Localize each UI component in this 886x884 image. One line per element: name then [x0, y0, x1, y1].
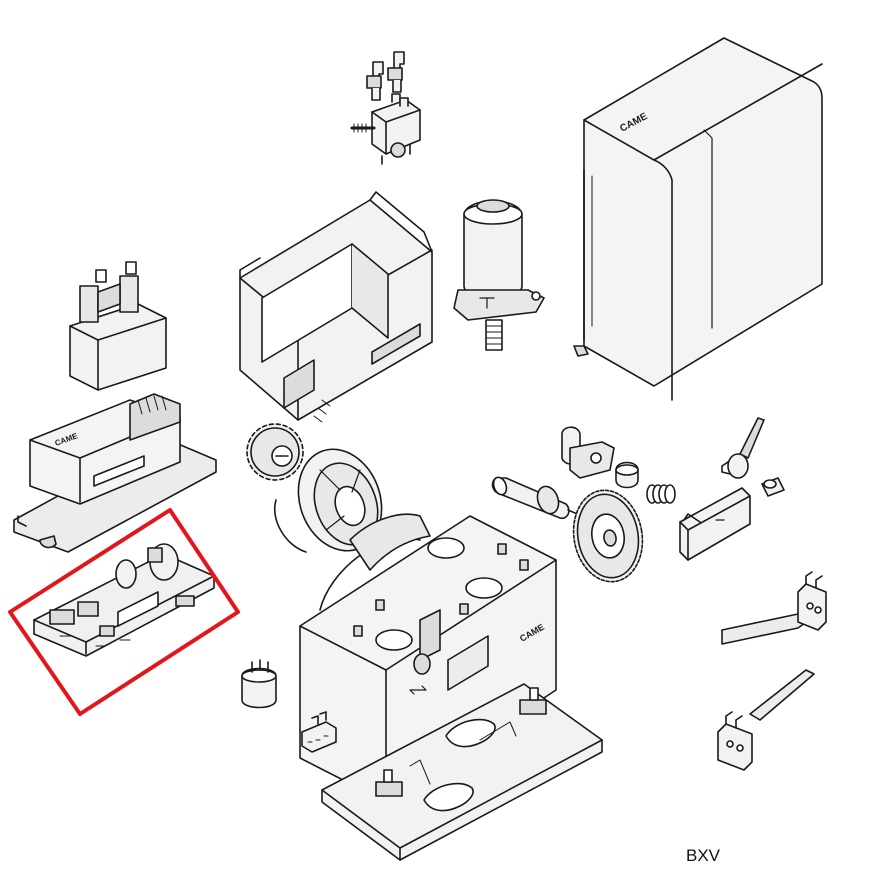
crown-gear [572, 489, 644, 583]
board-support: CAME [13, 393, 217, 553]
spring [646, 484, 676, 504]
transformer [69, 261, 167, 391]
bushing [615, 461, 639, 489]
control-board [33, 543, 215, 657]
motor [453, 199, 545, 351]
worm-shaft [491, 476, 583, 521]
bearing-bracket [561, 426, 615, 479]
terminal-clips [366, 51, 405, 101]
lock-cover [679, 487, 751, 561]
cover-housing: CAME [573, 37, 823, 401]
limit-switch-assembly [350, 93, 421, 165]
limit-bracket-lower [717, 669, 815, 771]
chassis-frame [239, 191, 433, 423]
anchor-plate [321, 683, 603, 861]
release-knob-key [761, 477, 785, 497]
capacitor [241, 659, 277, 709]
terminal-block [301, 711, 337, 753]
limit-bracket-upper [721, 571, 827, 645]
release-lever [721, 417, 765, 479]
highlight-frame [8, 508, 240, 716]
model-label: BXV [686, 846, 721, 865]
pinion-gear [246, 423, 304, 481]
